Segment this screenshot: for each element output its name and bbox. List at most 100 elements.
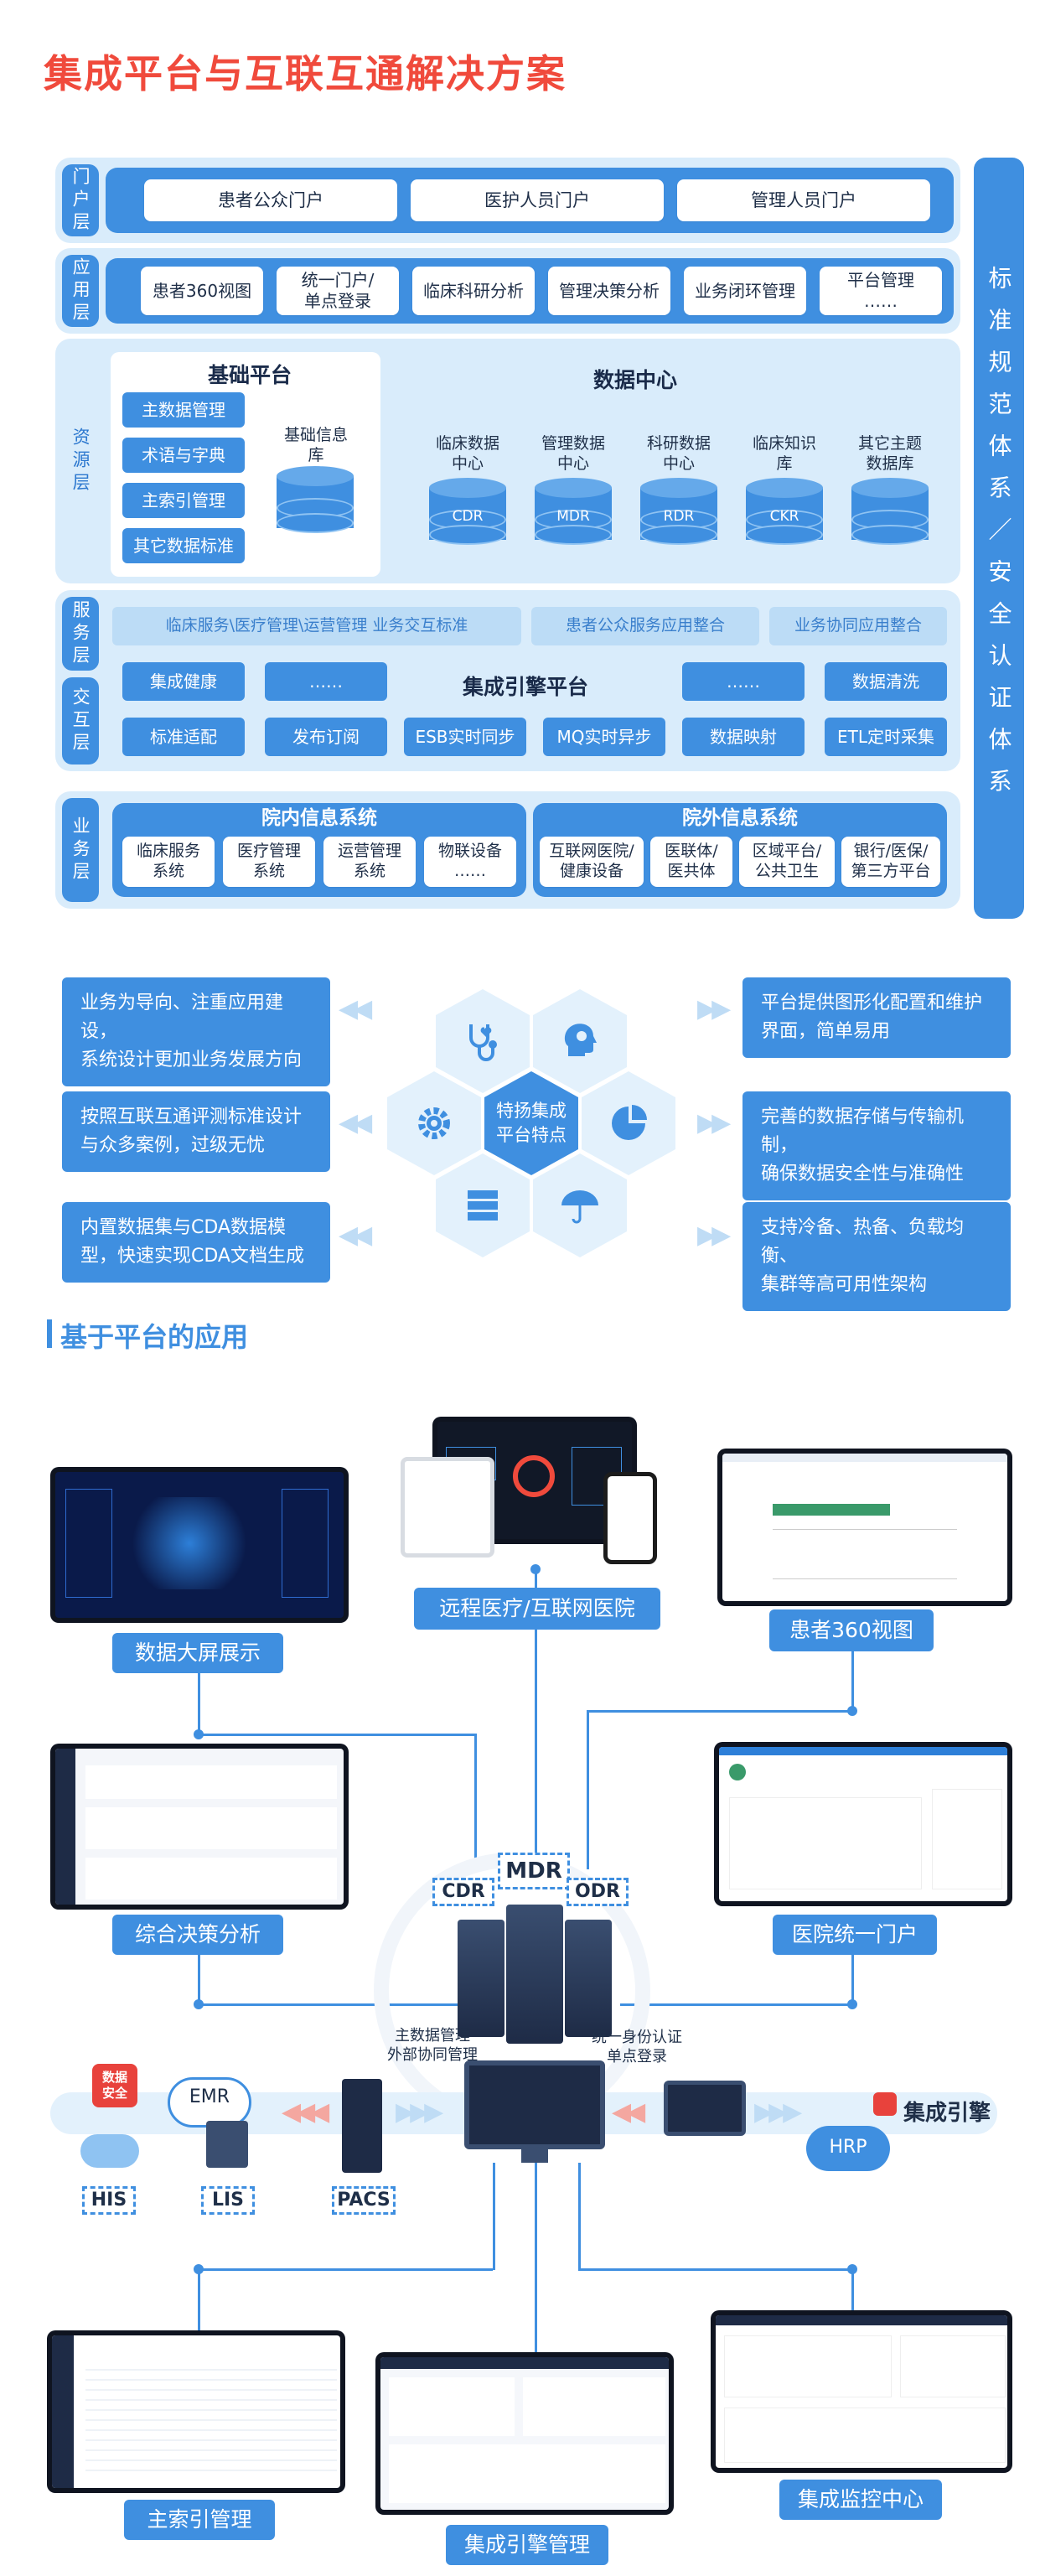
server-icon [436,1153,530,1257]
patient360-label[interactable]: 患者360视图 [769,1609,934,1651]
int-more-2[interactable]: …… [682,662,805,701]
odr-server-icon [565,1920,612,2037]
int-etl[interactable]: ETL定时采集 [825,718,947,756]
base-other-standards[interactable]: 其它数据标准 [122,528,245,563]
mdr-server-icon [506,1905,563,2044]
engine-title: 集成引擎平台 [463,675,589,699]
odr-tag: ODR [567,1878,629,1906]
app-platform-management[interactable]: 平台管理 …… [820,267,942,315]
engine-mgmt-label[interactable]: 集成引擎管理 [446,2525,608,2565]
inner-iot[interactable]: 物联设备 …… [424,837,516,887]
tablet-screenshot [401,1457,494,1558]
interaction-layer-label: 交互层 [62,677,99,765]
other-database-icon [851,478,929,550]
dc-label-mdr: 管理数据 中心 [541,434,605,473]
bigscreen-label[interactable]: 数据大屏展示 [112,1633,283,1673]
feature-left-2: 按照互联互通评测标准设计 与众多案例，过级无忧 [62,1091,330,1173]
emr-label: EMR [189,2086,230,2107]
resource-layer-label: 资源层 [62,345,99,577]
feature-right-2-text: 完善的数据存储与传输机制， 确保数据安全性与准确性 [761,1107,965,1185]
outer-bank-insurance[interactable]: 银行/医保/ 第三方平台 [841,837,940,887]
int-standard-adapt[interactable]: 标准适配 [122,718,245,756]
base-master-data[interactable]: 主数据管理 [122,392,245,428]
connector-portal-h [620,2003,854,2006]
his-cloud-icon [80,2134,139,2168]
monitor-label[interactable]: 集成监控中心 [779,2480,942,2520]
telemed-label[interactable]: 远程医疗/互联网医院 [414,1588,660,1630]
engine-monitor-icon [464,2060,605,2149]
note-master-data: 主数据管理 外部协同管理 [387,2027,478,2064]
cdr-code: CDR [452,508,484,525]
patient360-screenshot [717,1449,1012,1606]
business-layer-label: 业务层 [62,798,99,902]
monitor-stand [521,2149,548,2163]
app-unified-portal[interactable]: 统一门户/ 单点登录 [277,267,399,315]
hrp-cloud [806,2126,890,2171]
int-esb-sync[interactable]: ESB实时同步 [404,718,526,756]
portal-patient[interactable]: 患者公众门户 [144,179,397,221]
service-patient-integration[interactable]: 患者公众服务应用整合 [531,607,759,645]
inner-operation-mgmt[interactable]: 运营管理 系统 [323,837,416,887]
service-clinical-standard[interactable]: 临床服务\医疗管理\运营管理 业务交互标准 [112,607,521,645]
mpi-label[interactable]: 主索引管理 [124,2500,275,2540]
connector-bigscreen-h [198,1734,474,1736]
outer-regional-platform[interactable]: 区域平台/ 公共卫生 [739,837,835,887]
outer-internet-hospital[interactable]: 互联网医院/ 健康设备 [540,837,644,887]
rdr-database-icon: RDR [640,478,717,550]
decision-screenshot [50,1744,349,1910]
portal-management[interactable]: 管理人员门户 [677,179,930,221]
int-pubsub[interactable]: 发布订阅 [265,718,387,756]
flow-arrow-red-2-icon: ◀◀ [612,2097,645,2127]
ckr-code: CKR [769,508,799,525]
base-master-index[interactable]: 主索引管理 [122,483,245,518]
arrow-right-2-icon: ▶▶ [697,1108,731,1138]
portal-layer-label: 门户层 [62,164,99,236]
feature-right-1-text: 平台提供图形化配置和维护 界面，简单易用 [761,993,983,1043]
outer-medical-alliance[interactable]: 医联体/ 医共体 [650,837,732,887]
portal-screenshot [714,1742,1012,1906]
inner-systems-title: 院内信息系统 [261,806,377,829]
int-data-mapping[interactable]: 数据映射 [682,718,805,756]
feature-left-3-text: 内置数据集与CDA数据模 型，快速实现CDA文档生成 [80,1217,304,1267]
portal-label[interactable]: 医院统一门户 [773,1915,937,1955]
mpi-screenshot [47,2330,345,2493]
app-clinical-research[interactable]: 临床科研分析 [412,267,535,315]
inner-clinical[interactable]: 临床服务 系统 [122,837,215,887]
arrow-left-3-icon: ◀◀ [339,1221,372,1250]
pacs-server-icon [342,2079,382,2173]
dot [194,2264,204,2274]
base-platform-title: 基础平台 [208,363,292,387]
pacs-tag: PACS [332,2186,396,2215]
feature-right-2: 完善的数据存储与传输机制， 确保数据安全性与准确性 [742,1091,1011,1201]
head-brain-icon [533,989,627,1093]
mdr-code: MDR [556,508,590,525]
connector-p360-v [587,1710,589,1869]
connector-engine [535,2163,537,2356]
int-more-1[interactable]: …… [265,662,387,701]
service-collaboration[interactable]: 业务协同应用整合 [769,607,947,645]
connector-bigscreen-v [474,1734,477,1869]
int-mq-async[interactable]: MQ实时异步 [543,718,665,756]
inner-medical-mgmt[interactable]: 医疗管理 系统 [223,837,315,887]
app-closed-loop[interactable]: 业务闭环管理 [684,267,806,315]
gear-icon [387,1071,481,1175]
decision-label[interactable]: 综合决策分析 [112,1915,283,1955]
int-data-cleaning[interactable]: 数据清洗 [825,662,947,701]
portal-medical-staff[interactable]: 医护人员门户 [411,179,664,221]
connector-portal [851,1938,854,2005]
pie-chart-icon [582,1071,675,1175]
features-center: 特扬集成 平台特点 [484,1071,578,1175]
heading-marker [47,1319,52,1348]
hrp-label: HRP [829,2137,867,2158]
connector-p360 [851,1630,854,1710]
app-management-decision[interactable]: 管理决策分析 [548,267,670,315]
flow-arrow-red-1-icon: ◀◀◀ [282,2097,329,2127]
base-terminology[interactable]: 术语与字典 [122,438,245,473]
int-health[interactable]: 集成健康 [122,662,245,701]
feature-left-1-text: 业务为导向、注重应用建设， 系统设计更加业务发展方向 [80,993,303,1071]
page-title: 集成平台与互联互通解决方案 [44,51,567,96]
mdr-database-icon: MDR [535,478,612,550]
feature-left-3: 内置数据集与CDA数据模 型，快速实现CDA文档生成 [62,1202,330,1283]
app-patient-360[interactable]: 患者360视图 [141,267,263,315]
standards-security-bar: 标准规范体系／安全认证体系 [974,158,1024,919]
